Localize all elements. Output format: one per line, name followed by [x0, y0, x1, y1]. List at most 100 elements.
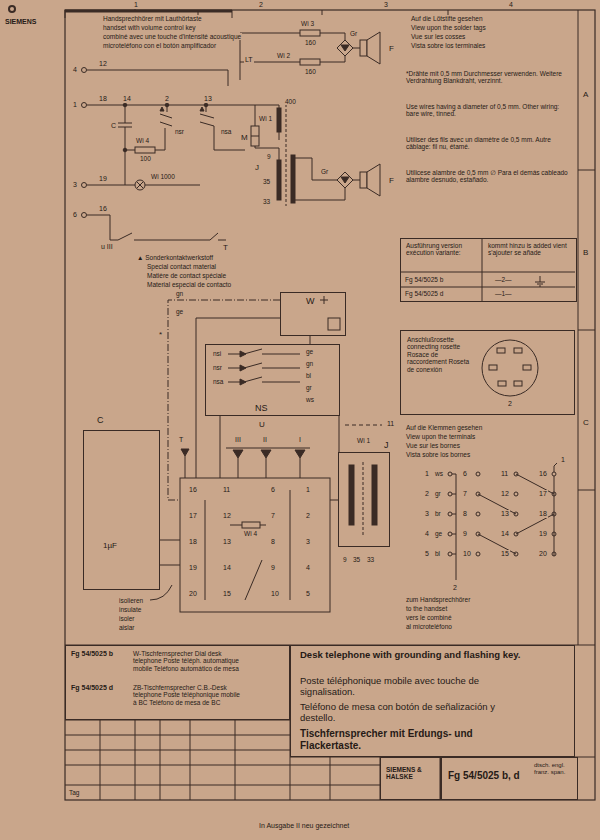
schematic-label: 19	[188, 564, 198, 572]
schematic-label: gr	[434, 490, 442, 497]
schematic-label: Auf die Klemmen gesehen	[405, 424, 483, 431]
schematic-label: 100	[139, 155, 152, 162]
schematic-label: 6	[270, 486, 276, 494]
set-wiring-part	[320, 296, 328, 304]
schematic-label: Wi 3	[300, 20, 315, 27]
set-wiring-part	[220, 416, 221, 478]
terminal-view-part	[448, 512, 452, 516]
schematic-label: gn	[305, 360, 314, 367]
schematic-label: View upon the solder tags	[410, 24, 487, 31]
schematic-label: 2	[452, 584, 458, 592]
schematic-label: 8	[270, 538, 276, 546]
schematic-label: 2	[258, 1, 264, 9]
handset-wiring-part	[295, 158, 360, 200]
schematic-label: 1	[424, 470, 430, 478]
schematic-label: 18	[538, 510, 548, 518]
schematic-label: al microteléfono	[405, 623, 453, 630]
schematic-label: isolieren	[118, 597, 144, 604]
handset-components-part	[204, 103, 208, 107]
node-text: Tischfernsprecher mit Erdungs- und Flack…	[299, 728, 531, 751]
schematic-label: 9	[462, 530, 468, 538]
schematic-label: u III	[100, 243, 114, 251]
handset-components-part	[337, 40, 353, 56]
schematic-label: 16	[188, 486, 198, 494]
schematic-label: 4	[424, 530, 430, 538]
rosette-symbol-part	[514, 348, 522, 353]
schematic-label: Vista sobre los terminales	[410, 42, 486, 49]
schematic-label: Tag	[68, 789, 80, 796]
set-wiring-part	[230, 525, 266, 526]
schematic-label: nsr	[212, 364, 223, 371]
set-wiring-part	[345, 425, 382, 426]
schematic-label: Wi 1	[356, 437, 371, 444]
set-components-part	[240, 351, 246, 357]
schematic-label: 13	[203, 95, 213, 103]
handset-wiring-part	[160, 105, 172, 126]
schematic-label: 11	[222, 486, 231, 494]
handset-components-part	[82, 103, 87, 108]
node-heading: Desk telephone with grounding and flashi…	[299, 650, 531, 661]
handset-components-part	[123, 148, 127, 152]
schematic-label: 20	[188, 590, 198, 598]
schematic-label: Auf die Lötstifte gesehen	[410, 15, 484, 22]
node-heading: NS	[254, 403, 269, 413]
schematic-label: C	[110, 122, 117, 130]
handset-components-part	[82, 213, 87, 218]
wire-line	[310, 336, 311, 344]
handset-components-part	[367, 164, 380, 196]
rosette-box: Anschlußrosette connecting rosette Rosac…	[400, 330, 575, 415]
node-text: W-Tischfernsprecher Dial desk telephone …	[132, 650, 244, 672]
logo-mark-part	[8, 5, 16, 13]
schematic-label: ge	[434, 530, 443, 537]
schematic-label: *	[158, 330, 163, 339]
handset-components-part	[200, 107, 204, 111]
schematic-label: Utiliser des fils avec un diamètre de 0,…	[405, 136, 572, 151]
schematic-label: 12	[500, 490, 510, 498]
schematic-label: In Ausgabe II neu gezeichnet	[258, 822, 350, 830]
schematic-label: LT	[244, 56, 254, 64]
schematic-label: Gr	[349, 30, 358, 37]
rosette-symbol-part	[498, 381, 506, 386]
schematic-label: to the handset	[405, 605, 448, 612]
handset-wiring-part	[300, 59, 320, 65]
model-cell: Fg 54/5025 b W-Tischfernsprecher Dial des…	[65, 645, 290, 720]
set-components-part	[233, 450, 243, 458]
schematic-label: 160	[304, 39, 317, 46]
terminal-view-part	[478, 474, 554, 554]
handset-wiring-part	[300, 30, 320, 36]
rosette-symbol-part	[523, 365, 531, 370]
schematic-label: nsi	[212, 350, 222, 357]
terminal-view-part	[554, 463, 557, 556]
node-heading: Anschlußrosette connecting rosette Rosac…	[406, 336, 478, 373]
schematic-label: 1	[72, 101, 78, 109]
schematic-label: 15	[500, 550, 510, 558]
version-table-lines-part	[535, 276, 545, 286]
schematic-label: 14	[222, 564, 232, 572]
schematic-label: Vue sur les bornes	[405, 442, 461, 449]
schematic-label: C	[582, 418, 590, 427]
schematic-label: 160	[304, 68, 317, 75]
node-text: Teléfono de mesa con botón de señalizaci…	[299, 702, 531, 724]
sheet-frame-part	[578, 10, 595, 645]
schematic-label: J	[254, 163, 260, 172]
terminal-view-part	[448, 552, 452, 556]
handset-wiring-part	[286, 104, 287, 206]
node-heading: Fg 54/5025 b	[70, 650, 114, 658]
node-text: Fg 54/5025 d	[70, 684, 114, 692]
schematic-label: bl	[434, 550, 441, 557]
handset-components-part	[360, 172, 367, 188]
terminal-view-part	[476, 512, 480, 516]
set-wiring-part	[196, 318, 280, 478]
rosette-symbol-part	[514, 381, 522, 386]
schematic-label: T	[178, 436, 184, 444]
handset-components-part	[337, 172, 353, 188]
terminal-view-part	[452, 474, 456, 580]
schematic-label: 33	[262, 198, 271, 205]
company-cell: SIEMENS & HALSKE	[380, 757, 442, 800]
terminal-view-part	[552, 492, 556, 496]
schematic-label: zum Handsprechhörer	[405, 596, 471, 603]
handset-wiring-part	[118, 105, 132, 185]
node-text: dtsch. engl. franz. span.	[533, 762, 575, 776]
